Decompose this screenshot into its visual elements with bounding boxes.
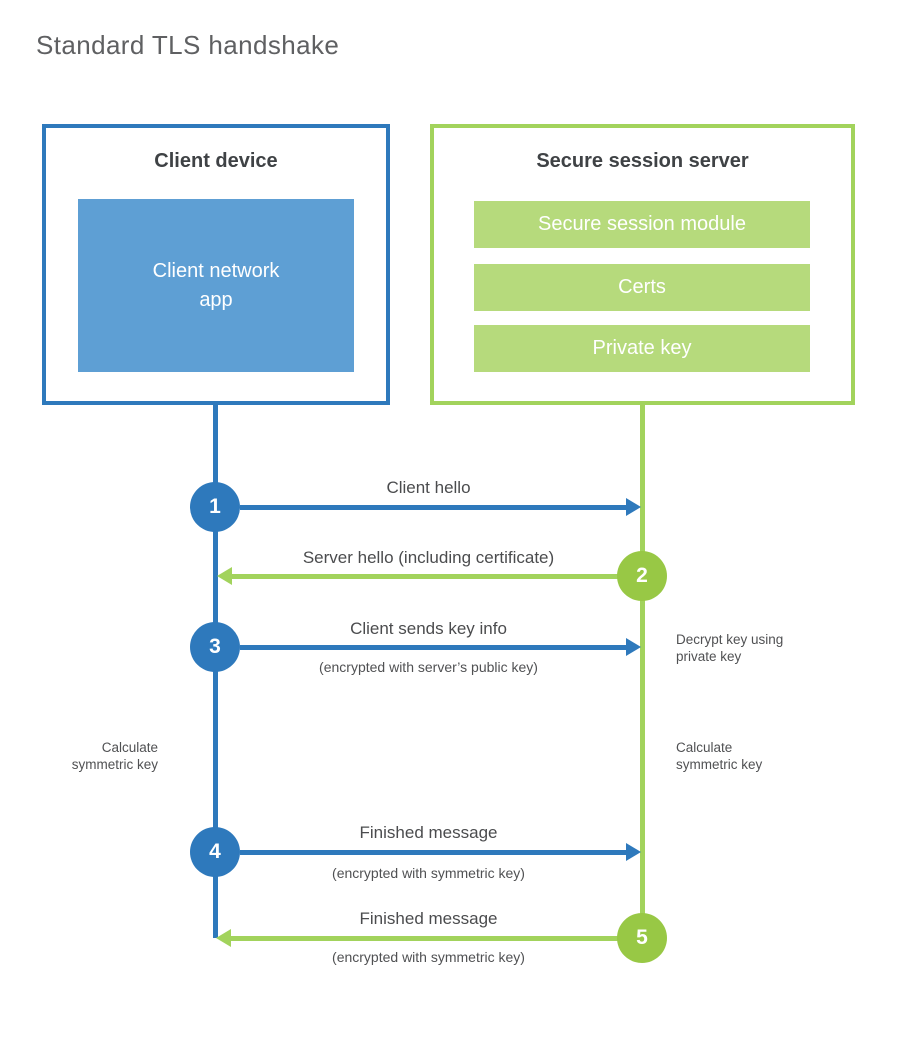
step1-badge: 1 bbox=[190, 482, 240, 532]
step2-label: Server hello (including certificate) bbox=[302, 548, 555, 567]
step3-sublabel: (encrypted with server’s public key) bbox=[319, 659, 538, 675]
step4-label: Finished message bbox=[359, 823, 498, 842]
step3-arrowhead-icon bbox=[626, 638, 641, 656]
note-calc-symmetric-server: Calculate symmetric key bbox=[676, 740, 763, 772]
server-module-secure-session: Secure session module bbox=[474, 201, 810, 248]
step4-sublabel: (encrypted with symmetric key) bbox=[332, 865, 525, 881]
step4-badge: 4 bbox=[190, 827, 240, 877]
step4-arrow bbox=[240, 850, 628, 855]
server-module-certs: Certs bbox=[474, 264, 810, 311]
step2-badge: 2 bbox=[617, 551, 667, 601]
diagram-title: Standard TLS handshake bbox=[36, 30, 340, 60]
server-module-private-key: Private key bbox=[474, 325, 810, 372]
step3-label: Client sends key info bbox=[350, 619, 507, 638]
step1-arrow bbox=[240, 505, 628, 510]
note-decrypt-key: Decrypt key using private key bbox=[676, 632, 784, 664]
step5-arrowhead-icon bbox=[216, 929, 231, 947]
step2-arrowhead-icon bbox=[217, 567, 232, 585]
step1-label: Client hello bbox=[386, 478, 471, 497]
secure-session-server-title: Secure session server bbox=[536, 150, 749, 172]
step3-arrow bbox=[240, 645, 628, 650]
step5-sublabel: (encrypted with symmetric key) bbox=[332, 949, 525, 965]
step4-arrowhead-icon bbox=[626, 843, 641, 861]
note-calc-symmetric-client: Calculate symmetric key bbox=[71, 740, 158, 772]
step5-label: Finished message bbox=[359, 909, 498, 928]
step1-arrowhead-icon bbox=[626, 498, 641, 516]
step3-badge: 3 bbox=[190, 622, 240, 672]
client-device-title: Client device bbox=[154, 150, 278, 172]
server-lifeline bbox=[640, 405, 645, 940]
client-network-app-rect: Client network app bbox=[78, 199, 354, 372]
step2-arrow bbox=[232, 574, 618, 579]
step5-arrow bbox=[231, 936, 618, 941]
step5-badge: 5 bbox=[617, 913, 667, 963]
